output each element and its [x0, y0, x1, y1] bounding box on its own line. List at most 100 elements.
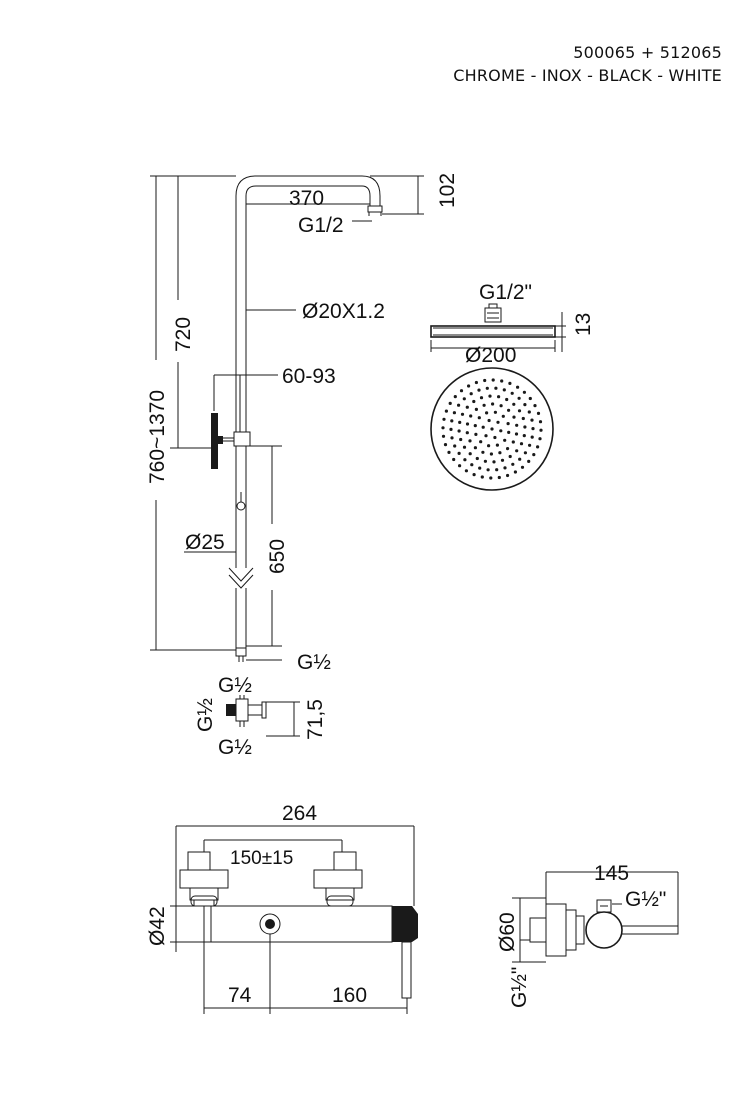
- nozzle-dot: [489, 452, 493, 456]
- nozzle-dot: [464, 469, 468, 473]
- mixer-front-dimensions: [170, 825, 415, 1014]
- nozzle-dot: [489, 476, 493, 480]
- nozzle-dot: [536, 411, 541, 415]
- elbow-bottom-thread-label: G½: [218, 736, 252, 759]
- nozzle-dot: [519, 442, 524, 446]
- head-thickness-label: 13: [572, 313, 595, 336]
- nozzle-dot: [469, 392, 473, 396]
- elbow-side-thread-label: G½: [194, 698, 217, 732]
- nozzle-dot: [486, 468, 490, 472]
- nozzle-dot: [495, 468, 499, 472]
- nozzle-dot: [485, 386, 489, 390]
- nozzle-dot: [474, 407, 478, 411]
- nozzle-dot: [507, 430, 511, 434]
- nozzle-dot: [518, 457, 522, 461]
- nozzle-dot: [506, 473, 510, 478]
- nozzle-dot: [474, 380, 478, 385]
- nozzle-dot: [490, 427, 494, 431]
- nozzle-dot: [441, 426, 445, 430]
- finish-options: CHROME - INOX - BLACK - WHITE: [453, 66, 722, 85]
- nozzle-dot: [443, 443, 448, 447]
- nozzle-dot: [452, 457, 456, 462]
- nozzle-dot: [487, 444, 491, 448]
- nozzle-dot: [499, 429, 503, 433]
- nozzle-dot: [478, 466, 482, 470]
- nozzle-dot: [508, 454, 512, 459]
- nozzle-dot: [457, 429, 461, 433]
- nozzle-dot: [532, 453, 536, 457]
- nozzle-dot: [538, 437, 542, 441]
- nozzle-dot: [508, 381, 512, 385]
- nozzle-dot: [523, 451, 528, 455]
- nozzle-dot: [459, 389, 464, 393]
- nozzle-dot: [501, 414, 505, 418]
- nozzle-dot: [487, 418, 491, 423]
- nozzle-dot: [450, 436, 454, 440]
- nozzle-dot: [472, 399, 476, 404]
- nozzle-dot: [522, 434, 526, 438]
- nozzle-dot: [488, 394, 492, 398]
- total-height-label: 760~1370: [146, 390, 169, 484]
- nozzle-dot: [491, 402, 495, 406]
- nozzle-dot: [465, 405, 469, 409]
- nozzle-dot: [469, 414, 473, 418]
- nozzle-dot: [449, 427, 453, 431]
- nozzle-dot: [475, 456, 479, 461]
- bracket-range-label: 60-93: [282, 365, 336, 388]
- nozzle-dot: [523, 425, 527, 429]
- nozzle-dot: [473, 446, 477, 450]
- nozzle-dot: [448, 401, 452, 405]
- nozzle-dot: [452, 411, 456, 415]
- nozzle-dot: [495, 443, 499, 447]
- nozzle-dot: [462, 445, 467, 449]
- nozzle-dot: [459, 437, 463, 442]
- nozzle-dot: [484, 434, 488, 438]
- nozzle-dot: [458, 420, 462, 424]
- mixer-body-diameter-label: Ø42: [146, 906, 169, 946]
- nozzle-dot: [503, 438, 507, 442]
- nozzle-dot: [441, 434, 446, 438]
- mixer-side-view: [529, 899, 679, 957]
- arm-height-label: 102: [436, 173, 459, 208]
- mixer-side-dimensions: [512, 871, 679, 963]
- nozzle-dot: [533, 404, 537, 408]
- nozzle-dot: [500, 458, 505, 462]
- nozzle-dot: [512, 402, 516, 406]
- nozzle-dot: [521, 416, 525, 421]
- nozzle-dot: [473, 424, 477, 428]
- model-codes: 500065 + 512065: [573, 43, 722, 62]
- nozzle-dot: [485, 411, 489, 415]
- nozzle-dot: [480, 475, 484, 479]
- nozzle-dot: [515, 423, 519, 427]
- nozzle-dot: [457, 451, 461, 455]
- nozzle-dot: [492, 460, 496, 464]
- nozzle-dot: [467, 384, 471, 388]
- nozzle-dot: [442, 417, 446, 421]
- nozzle-dot: [493, 435, 497, 440]
- inlet-thread-label: G½: [297, 651, 331, 674]
- column-dimensions: [150, 175, 424, 661]
- nozzle-dot: [505, 397, 509, 402]
- elbow-top-thread-label: G½: [218, 674, 252, 697]
- nozzle-dot: [479, 440, 483, 444]
- nozzle-dot: [500, 379, 504, 383]
- shower-head-side: [430, 303, 566, 352]
- nozzle-dot: [472, 473, 476, 477]
- nozzle-dot: [523, 403, 527, 407]
- nozzle-dot: [468, 452, 472, 456]
- nozzle-dot: [514, 432, 519, 436]
- mixer-centers-label: 150±15: [230, 848, 293, 869]
- nozzle-dot: [503, 466, 507, 470]
- nozzle-dot: [453, 395, 457, 399]
- nozzle-dot: [465, 431, 469, 435]
- nozzle-dot: [474, 432, 478, 436]
- arm-length-label: 370: [289, 187, 324, 210]
- outlet-thread-label: G1/2: [298, 214, 344, 237]
- nozzle-dot: [460, 412, 465, 416]
- nozzle-dot: [539, 428, 543, 432]
- nozzle-dot: [450, 419, 454, 423]
- nozzle-dot: [506, 447, 510, 451]
- nozzle-dot: [516, 385, 520, 389]
- nozzle-dot: [513, 470, 518, 474]
